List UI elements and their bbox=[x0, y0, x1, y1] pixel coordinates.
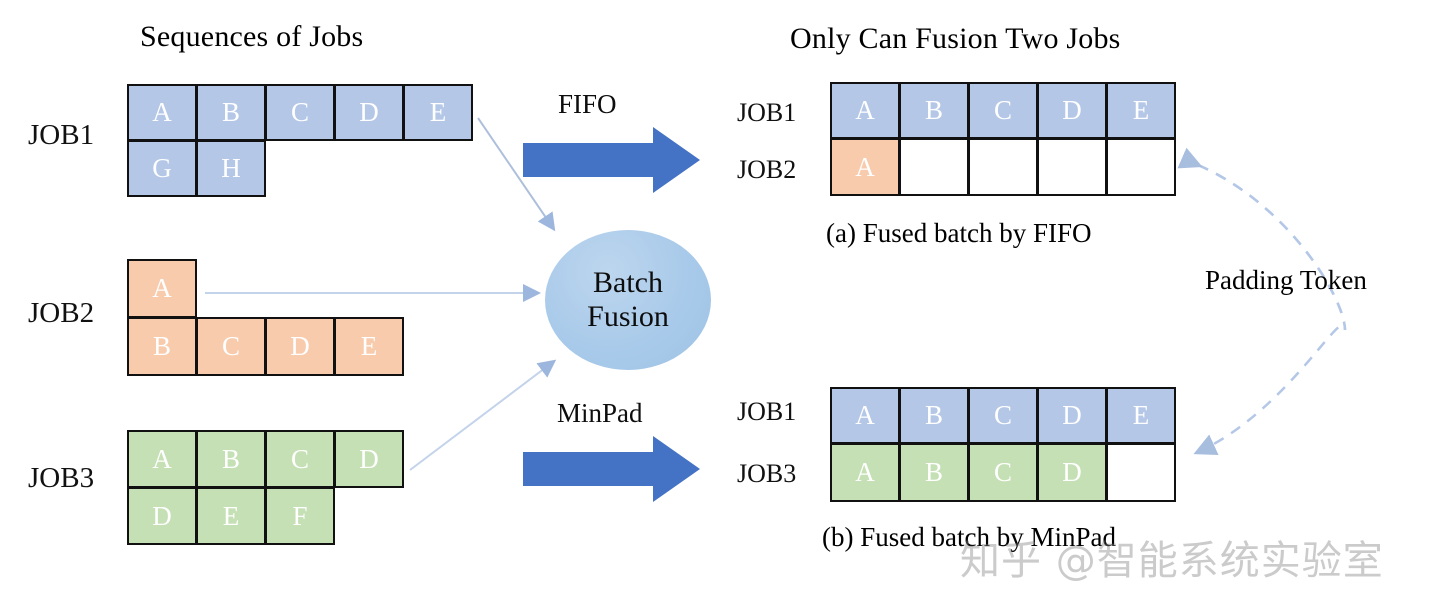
job-label-job3: JOB3 bbox=[28, 462, 95, 494]
job-label-job2: JOB2 bbox=[28, 297, 95, 329]
batch-cell: A bbox=[830, 138, 900, 196]
seq-cell: D bbox=[127, 487, 197, 545]
seq-cell: C bbox=[265, 84, 335, 141]
seq-cell: G bbox=[127, 140, 197, 197]
seq-cell: B bbox=[127, 317, 197, 376]
job-label-job1: JOB1 bbox=[28, 119, 95, 151]
batch-fusion-node[interactable]: Batch Fusion bbox=[545, 230, 711, 370]
job2-sequence-grid: A B C D E bbox=[127, 259, 477, 376]
batch-fusion-line2: Fusion bbox=[587, 300, 669, 333]
batch-cell: D bbox=[1037, 387, 1107, 444]
batch-cell: C bbox=[968, 443, 1038, 502]
job3-sequence-grid: A B C D D E F bbox=[127, 430, 477, 546]
fused-batch-a-grid: A B C D E A bbox=[830, 82, 1180, 196]
seq-cell: E bbox=[403, 84, 473, 141]
seq-cell: D bbox=[265, 317, 335, 376]
batch-b-row-label-job1: JOB1 bbox=[737, 397, 797, 426]
batch-cell: C bbox=[968, 82, 1038, 139]
job1-sequence-grid: A B C D E G H bbox=[127, 84, 477, 197]
batch-cell: A bbox=[830, 443, 900, 502]
batch-a-row-label-job1: JOB1 bbox=[737, 98, 797, 127]
padding-token-arrow bbox=[1177, 147, 1347, 455]
transform-label-minpad: MinPad bbox=[557, 398, 643, 428]
transform-label-fifo: FIFO bbox=[558, 89, 617, 119]
batch-cell: B bbox=[899, 443, 969, 502]
batch-cell: A bbox=[830, 387, 900, 444]
seq-cell: B bbox=[196, 430, 266, 488]
seq-cell: B bbox=[196, 84, 266, 141]
right-section-heading: Only Can Fusion Two Jobs bbox=[790, 22, 1121, 55]
seq-cell: E bbox=[196, 487, 266, 545]
batch-cell: B bbox=[899, 387, 969, 444]
batch-b-caption: (b) Fused batch by MinPad bbox=[822, 522, 1116, 552]
seq-cell: E bbox=[334, 317, 404, 376]
arrow-job1-to-fusion bbox=[477, 117, 556, 232]
seq-cell: H bbox=[196, 140, 266, 197]
fused-batch-b-grid: A B C D E A B C D bbox=[830, 387, 1180, 503]
batch-cell: B bbox=[899, 82, 969, 139]
batch-cell: C bbox=[968, 387, 1038, 444]
padding-token-label: Padding Token bbox=[1205, 265, 1367, 295]
seq-cell: C bbox=[265, 430, 335, 488]
padding-cell bbox=[1106, 443, 1176, 502]
batch-cell: D bbox=[1037, 443, 1107, 502]
padding-cell bbox=[1037, 138, 1107, 196]
padding-cell bbox=[968, 138, 1038, 196]
block-arrow-minpad bbox=[523, 436, 700, 502]
seq-cell: A bbox=[127, 259, 197, 318]
padding-cell bbox=[899, 138, 969, 196]
seq-cell: D bbox=[334, 84, 404, 141]
batch-cell: D bbox=[1037, 82, 1107, 139]
batch-cell: E bbox=[1106, 82, 1176, 139]
batch-cell: A bbox=[830, 82, 900, 139]
left-section-heading: Sequences of Jobs bbox=[140, 20, 364, 53]
batch-a-row-label-job2: JOB2 bbox=[737, 155, 797, 184]
padding-cell bbox=[1106, 138, 1176, 196]
batch-a-caption: (a) Fused batch by FIFO bbox=[826, 218, 1092, 248]
seq-cell: C bbox=[196, 317, 266, 376]
seq-cell: F bbox=[265, 487, 335, 545]
batch-fusion-line1: Batch bbox=[593, 266, 663, 300]
batch-b-row-label-job3: JOB3 bbox=[737, 459, 797, 488]
batch-cell: E bbox=[1106, 387, 1176, 444]
seq-cell: A bbox=[127, 430, 197, 488]
seq-cell: D bbox=[334, 430, 404, 488]
seq-cell: A bbox=[127, 84, 197, 141]
block-arrow-fifo bbox=[523, 127, 700, 193]
